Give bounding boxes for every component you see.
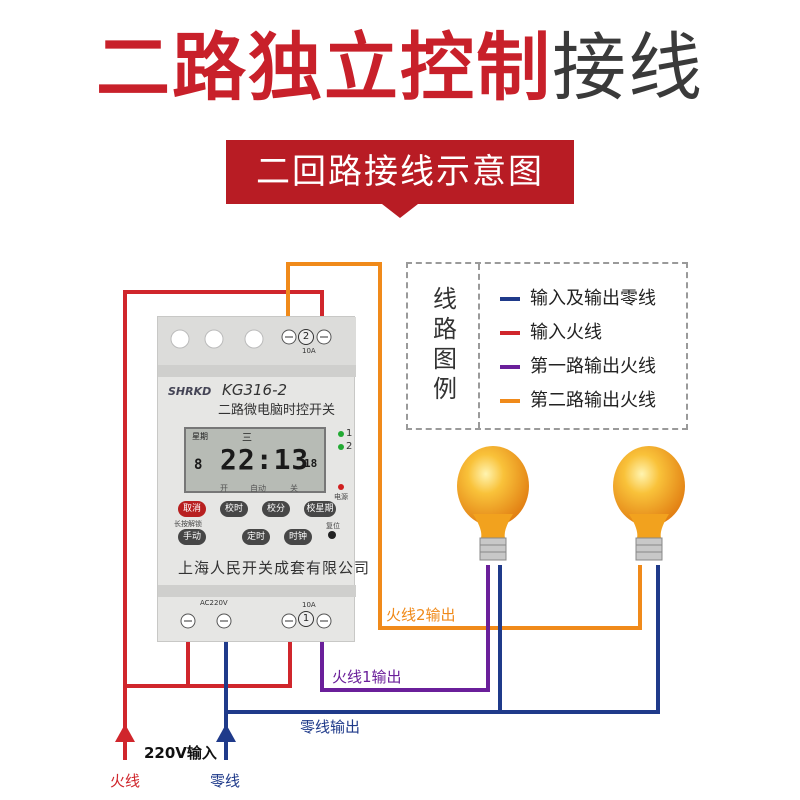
wiring-legend: 线路图例 输入及输出零线 输入火线 第一路输出火线 第二路输出火线 xyxy=(406,262,688,430)
brand-logo: SHRKD xyxy=(168,385,212,398)
legend-swatch-output1 xyxy=(500,365,520,369)
legend-swatch-live xyxy=(500,331,520,335)
mode-auto-label: 自动 xyxy=(250,484,266,493)
page-title: 二路独立控制接线 xyxy=(0,18,800,118)
legend-item-output2: 第二路输出火线 xyxy=(500,386,656,411)
live-wire-loop xyxy=(125,640,292,688)
title-light: 接线 xyxy=(552,25,704,111)
title-bold: 二路独立控制 xyxy=(96,25,552,111)
lcd-week-label: 星期 xyxy=(192,432,208,441)
top-rating: 10A xyxy=(302,347,316,355)
banner-pointer xyxy=(382,204,418,218)
legend-swatch-neutral xyxy=(500,297,520,301)
timer-button[interactable]: 定时 xyxy=(242,529,270,545)
manual-button[interactable]: 手动 xyxy=(178,529,206,545)
legend-title: 线路图例 xyxy=(408,264,480,428)
set-minute-button[interactable]: 校分 xyxy=(262,501,290,517)
timer-switch-device: 2 10A SHRKD KG316-2 二路微电脑时控开关 星期 三 8 22:… xyxy=(157,316,369,642)
lcd-program: 8 xyxy=(194,457,203,473)
output2-label: 火线2输出 xyxy=(386,606,456,624)
lcd-day: 三 xyxy=(242,433,252,444)
bottom-rating: 10A xyxy=(302,601,316,609)
output1-wire xyxy=(320,565,490,692)
set-hour-button[interactable]: 校时 xyxy=(220,501,248,517)
input-voltage-label: 220V输入 xyxy=(144,744,217,762)
live-input-label: 火线 xyxy=(110,772,141,790)
live-wire-main xyxy=(123,290,324,760)
output2-wire xyxy=(286,262,642,630)
channel-2-marker: 2 xyxy=(298,329,314,345)
channel-1-marker: 1 xyxy=(298,611,314,627)
device-model: KG316-2 xyxy=(222,381,288,399)
cancel-button[interactable]: 取消 xyxy=(178,501,206,517)
lamp-2 xyxy=(613,446,685,561)
legend-item-neutral: 输入及输出零线 xyxy=(500,284,656,309)
subtitle-banner: 二回路接线示意图 xyxy=(226,140,574,204)
neutral-input-label: 零线 xyxy=(210,772,241,790)
neutral-arrow xyxy=(216,724,236,742)
live-input-wires xyxy=(123,290,324,760)
power-input-label: AC220V xyxy=(200,599,228,607)
long-press-label: 长按解锁 xyxy=(174,520,202,528)
power-led-label: 电源 xyxy=(334,493,348,501)
legend-swatch-output2 xyxy=(500,399,520,403)
led-2-label: 2 xyxy=(346,441,353,452)
lcd-time: 22:13 xyxy=(220,443,310,476)
mode-off-label: 关 xyxy=(290,484,298,493)
neutral-output-label: 零线输出 xyxy=(300,718,361,736)
neutral-wire-out2 xyxy=(500,565,660,714)
legend-item-output1: 第一路输出火线 xyxy=(500,352,656,377)
device-body-art xyxy=(158,317,356,629)
reset-label: 复位 xyxy=(326,522,340,530)
company-name: 上海人民开关成套有限公司 xyxy=(178,559,371,577)
led-1-label: 1 xyxy=(346,428,353,439)
lamp-1 xyxy=(457,446,529,561)
mode-on-label: 开 xyxy=(220,484,228,493)
output2-wires xyxy=(286,262,642,630)
clock-button[interactable]: 时钟 xyxy=(284,529,312,545)
output1-label: 火线1输出 xyxy=(332,668,402,686)
device-name: 二路微电脑时控开关 xyxy=(218,403,336,418)
live-arrow xyxy=(115,724,135,742)
output1-wires xyxy=(320,565,490,692)
set-week-button[interactable]: 校星期 xyxy=(304,501,336,517)
legend-item-live: 输入火线 xyxy=(500,318,602,343)
lcd-display: 星期 三 8 22:13 18 xyxy=(184,427,326,493)
lcd-seconds: 18 xyxy=(304,457,318,470)
